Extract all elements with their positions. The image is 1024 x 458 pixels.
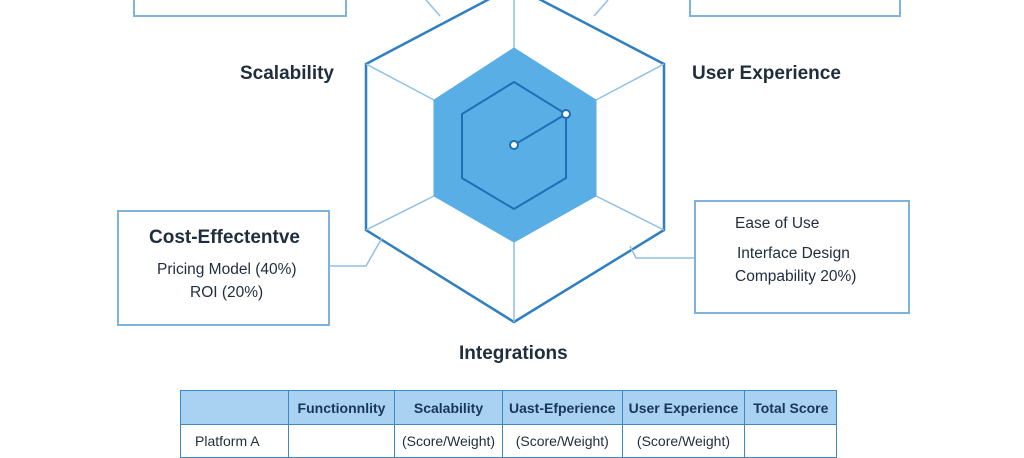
table-header-cell: Functionnlity: [288, 390, 395, 425]
radar-pointer: [513, 113, 567, 146]
spokes: [365, 0, 665, 322]
table-cell: (Score/Weight): [621, 424, 746, 458]
table-cell: (Score/Weight): [502, 424, 623, 458]
top-right-box: [689, 0, 901, 17]
cost-effectiveness-box: Cost-Effectentve Pricing Model (40%) ROI…: [117, 210, 330, 326]
connector-cost-box: [330, 237, 383, 267]
label-scalability: Scalability: [240, 63, 334, 84]
table-row: Platform A (Score/Weight) (Score/Weight)…: [180, 424, 838, 458]
cost-box-line-2: ROI (20%): [190, 284, 264, 301]
comparison-table-wrap: Functionnlity Scalability Uast-Efperienc…: [180, 390, 838, 458]
comparison-table: Functionnlity Scalability Uast-Efperienc…: [180, 390, 838, 458]
ux-box-line-1: Ease of Use: [735, 215, 820, 232]
connector-ux-box: [629, 245, 694, 259]
top-left-box: [133, 0, 347, 17]
center-point: [509, 140, 519, 150]
table-cell: (Score/Weight): [394, 424, 503, 458]
table-cell: [288, 424, 395, 458]
ux-box-line-2: Interface Design: [737, 245, 850, 262]
cost-box-title: Cost-Effectentve: [149, 227, 300, 248]
table-header-cell: [180, 390, 289, 425]
connector-top-left: [425, 0, 441, 17]
table-header-cell: Total Score: [744, 390, 838, 425]
ux-box-line-3: Compability 20%): [735, 268, 857, 285]
cost-box-line-1: Pricing Model (40%): [157, 261, 297, 278]
table-header-row: Functionnlity Scalability Uast-Efperienc…: [180, 390, 838, 425]
connector-top-right: [593, 0, 609, 17]
radar-diagram: [133, 0, 901, 324]
label-integrations: Integrations: [459, 343, 568, 364]
user-experience-box: Ease of Use Interface Design Compability…: [694, 200, 910, 314]
table-header-cell: User Experience: [621, 390, 746, 425]
table-header-cell: Uast-Efperience: [502, 390, 623, 425]
label-user-experience: User Experience: [692, 63, 841, 84]
pointer-end-point: [561, 109, 571, 119]
table-cell: [744, 424, 838, 458]
table-cell: Platform A: [180, 424, 289, 458]
table-header-cell: Scalability: [394, 390, 503, 425]
